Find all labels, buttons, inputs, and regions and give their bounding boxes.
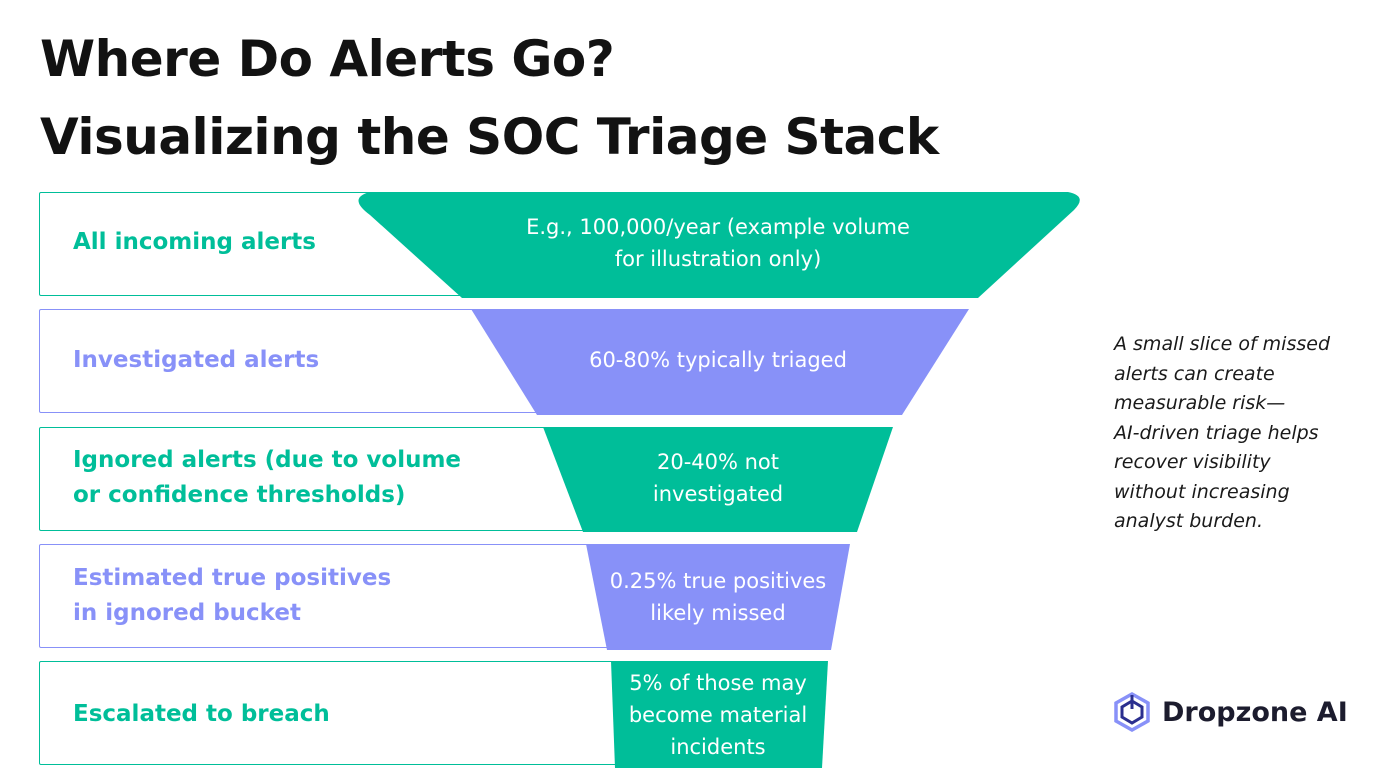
row-label-true-positives: Estimated true positives in ignored buck…	[73, 565, 392, 626]
dropzone-logo-icon	[1114, 692, 1150, 732]
row-label-investigated: Investigated alerts	[73, 347, 320, 373]
funnel-text-investigated: 60-80% typically triaged	[589, 348, 847, 372]
row-label-escalated: Escalated to breach	[73, 701, 330, 727]
brand-name: Dropzone AI	[1162, 696, 1348, 728]
funnel-text-true-positives: 0.25% true positives likely missed	[609, 569, 827, 625]
funnel-text-escalated: 5% of those may become material incident…	[628, 671, 808, 759]
side-note: A small slice of missed alerts can creat…	[1114, 333, 1331, 532]
page-title-line-2: Visualizing the SOC Triage Stack	[40, 108, 939, 166]
funnel-text-ignored: 20-40% not investigated	[652, 450, 784, 506]
page-title-line-1: Where Do Alerts Go?	[40, 30, 615, 88]
row-label-all-incoming: All incoming alerts	[73, 229, 316, 255]
brand-logo: Dropzone AI	[1114, 690, 1348, 734]
row-label-ignored: Ignored alerts (due to volume or confide…	[73, 447, 462, 508]
funnel-text-all-incoming: E.g., 100,000/year (example volume for i…	[526, 215, 910, 271]
